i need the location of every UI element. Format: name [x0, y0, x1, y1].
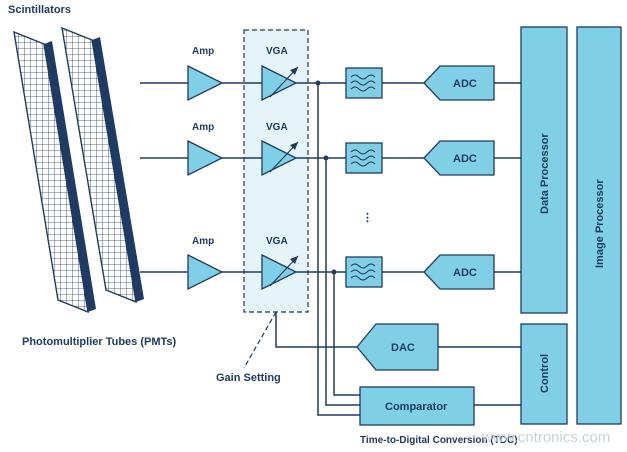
adc-2: [423, 140, 495, 176]
comparator-label: Comparator: [385, 401, 448, 413]
junction-dots: [315, 80, 337, 275]
gain-setting-leader: [243, 311, 277, 369]
pmts-label: Photomultiplier Tubes (PMTs): [22, 336, 177, 348]
amp-label-3: Amp: [192, 236, 214, 247]
ellipsis: ⋮: [362, 212, 373, 224]
amp-1: [187, 64, 224, 102]
dac-block: [356, 323, 439, 371]
pmt-panel-back-side: [92, 37, 144, 302]
amp-label-1: Amp: [192, 46, 214, 57]
vga-label-2: VGA: [266, 122, 288, 133]
tdc-label: Time-to-Digital Conversion (TDC): [360, 435, 518, 446]
scintillators-label: Scintillators: [8, 4, 71, 16]
comparator-block: [359, 386, 475, 426]
filter-2: [345, 142, 383, 174]
image-processor-block: [576, 26, 622, 425]
adc-label-2: ADC: [453, 153, 477, 165]
vga-label-3: VGA: [266, 236, 288, 247]
signal-lines: [140, 82, 521, 416]
vga-3: [261, 253, 298, 291]
amp-label-2: Amp: [192, 122, 214, 133]
adc-1: [423, 65, 495, 101]
vga-2: [261, 139, 298, 177]
vga-1: [261, 64, 298, 102]
data-processor-label: Data Processor: [539, 133, 551, 214]
vga-label-1: VGA: [266, 46, 288, 57]
adc-label-3: ADC: [453, 267, 477, 279]
scintillator-panels: [13, 26, 144, 314]
filter-3: [345, 256, 383, 288]
adc-3: [423, 254, 495, 290]
amp-3: [187, 253, 224, 291]
channel-1: Amp VGA ADC: [187, 46, 495, 102]
watermark: www.cntronics.com: [481, 429, 610, 446]
adc-label-1: ADC: [453, 78, 477, 90]
image-processor-label: Image Processor: [594, 179, 606, 268]
dac-label: DAC: [391, 342, 415, 354]
scintillator-panel-front-side: [44, 41, 96, 312]
control-block: [520, 323, 568, 425]
amp-2: [187, 139, 224, 177]
filter-1: [345, 67, 383, 99]
gain-setting-label: Gain Setting: [216, 372, 281, 384]
channel-2: Amp VGA ADC: [187, 122, 495, 177]
data-processor-block: [520, 26, 568, 314]
channel-3: Amp VGA ADC: [187, 236, 495, 291]
control-label: Control: [539, 354, 551, 393]
